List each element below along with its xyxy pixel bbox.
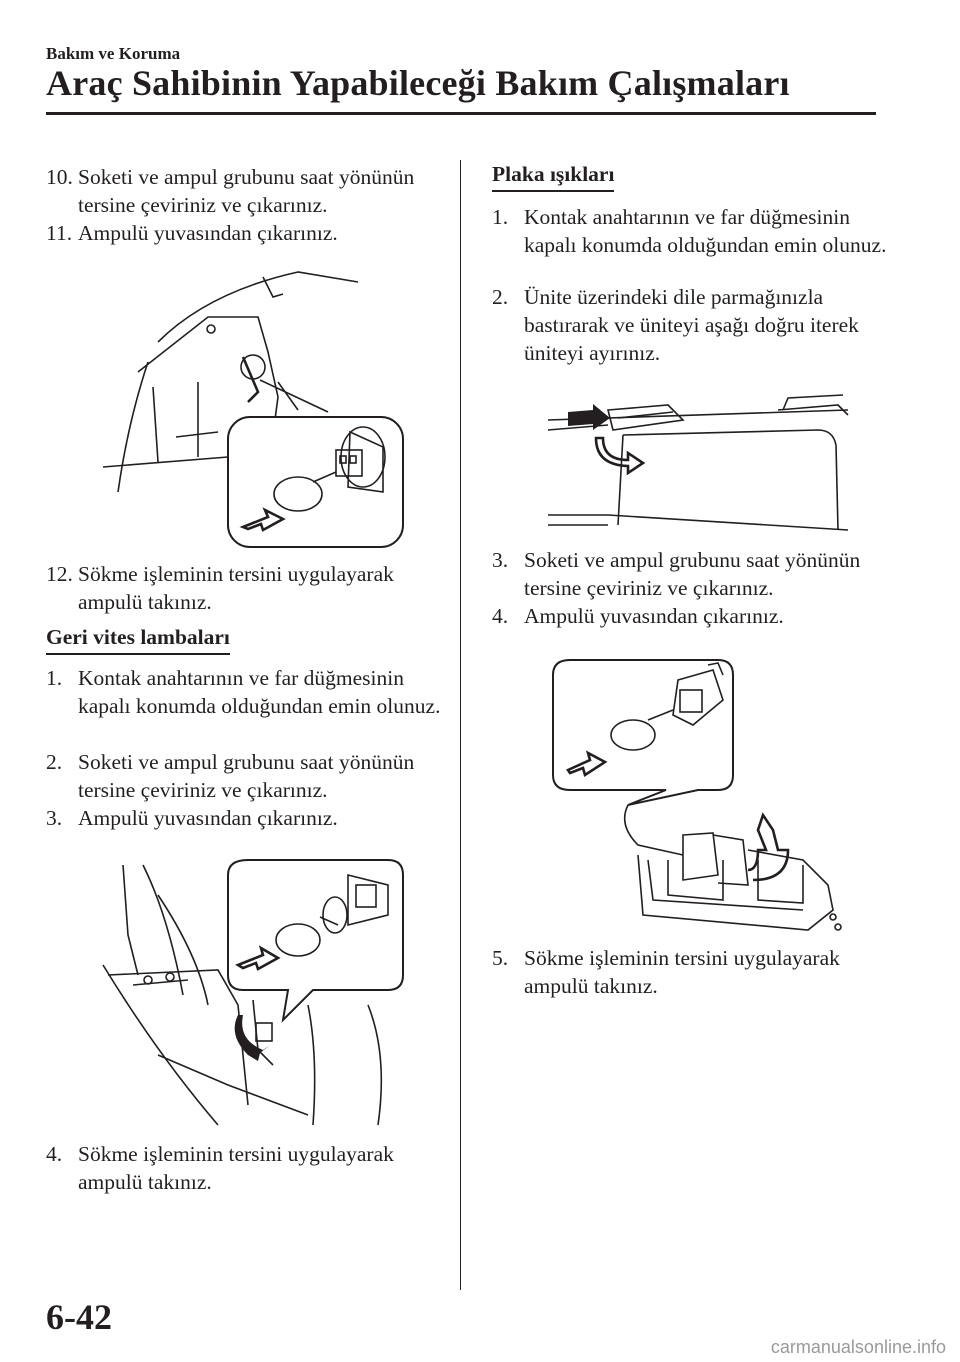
- plate-step-4: 4. Ampulü yuvasından çıkarınız.: [492, 602, 892, 630]
- step-text: Ampulü yuvasından çıkarınız.: [524, 604, 784, 628]
- step-number: 2.: [46, 750, 63, 774]
- step-12: 12. Sökme işleminin tersini uygulayarak …: [46, 560, 446, 616]
- step-text: Kontak anahtarının ve far düğmesinin kap…: [524, 205, 887, 257]
- step-text: Soketi ve ampul grubunu saat yönünün ter…: [78, 750, 415, 802]
- step-text: Ampulü yuvasından çıkarınız.: [78, 221, 338, 245]
- step-text: Kontak anahtarının ve far düğmesinin kap…: [78, 666, 441, 718]
- step-number: 4.: [492, 604, 509, 628]
- reverse-lamps-heading: Geri vites lambaları: [46, 625, 230, 655]
- step-number: 11.: [46, 221, 73, 245]
- reverse-step-2: 2. Soketi ve ampul grubunu saat yönünün …: [46, 748, 446, 804]
- step-number: 1.: [492, 205, 509, 229]
- tail-lamp-bulb-illustration: [102, 271, 404, 548]
- step-11: 11. Ampulü yuvasından çıkarınız.: [46, 219, 446, 247]
- reverse-step-3: 3. Ampulü yuvasından çıkarınız.: [46, 804, 446, 832]
- step-text: Sökme işleminin tersini uygulayarak ampu…: [78, 562, 394, 614]
- step-number: 2.: [492, 285, 509, 309]
- step-number: 12.: [46, 562, 73, 586]
- page-title: Araç Sahibinin Yapabileceği Bakım Çalışm…: [46, 63, 790, 103]
- plate-step-3: 3. Soketi ve ampul grubunu saat yönünün …: [492, 546, 892, 602]
- step-number: 10.: [46, 165, 73, 189]
- plate-step-1: 1. Kontak anahtarının ve far düğmesinin …: [492, 203, 892, 259]
- step-text: Ünite üzerindeki dile parmağınızla bastı…: [524, 285, 859, 365]
- plate-step-2: 2. Ünite üzerindeki dile parmağınızla ba…: [492, 283, 892, 367]
- page-number: 6-42: [46, 1297, 112, 1337]
- step-number: 1.: [46, 666, 63, 690]
- step-number: 3.: [492, 548, 509, 572]
- step-text: Soketi ve ampul grubunu saat yönünün ter…: [78, 165, 415, 217]
- reverse-lamp-bulb-illustration: [102, 859, 404, 1126]
- step-text: Sökme işleminin tersini uygulayarak ampu…: [524, 946, 840, 998]
- step-10: 10. Soketi ve ampul grubunu saat yönünün…: [46, 163, 446, 219]
- step-text: Ampulü yuvasından çıkarınız.: [78, 806, 338, 830]
- column-divider: [460, 160, 461, 1290]
- plate-light-unit-illustration: [547, 394, 849, 531]
- plate-lights-heading: Plaka ışıkları: [492, 162, 615, 192]
- step-number: 4.: [46, 1142, 63, 1166]
- step-text: Soketi ve ampul grubunu saat yönünün ter…: [524, 548, 861, 600]
- reverse-step-4: 4. Sökme işleminin tersini uygulayarak a…: [46, 1140, 446, 1196]
- step-number: 3.: [46, 806, 63, 830]
- reverse-step-1: 1. Kontak anahtarının ve far düğmesinin …: [46, 664, 446, 720]
- step-number: 5.: [492, 946, 509, 970]
- watermark: carmanualsonline.info: [770, 1337, 946, 1357]
- plate-light-bulb-illustration: [552, 659, 842, 931]
- step-text: Sökme işleminin tersini uygulayarak ampu…: [78, 1142, 394, 1194]
- section-label: Bakım ve Koruma: [46, 44, 181, 63]
- title-rule: [46, 112, 876, 115]
- plate-step-5: 5. Sökme işleminin tersini uygulayarak a…: [492, 944, 892, 1000]
